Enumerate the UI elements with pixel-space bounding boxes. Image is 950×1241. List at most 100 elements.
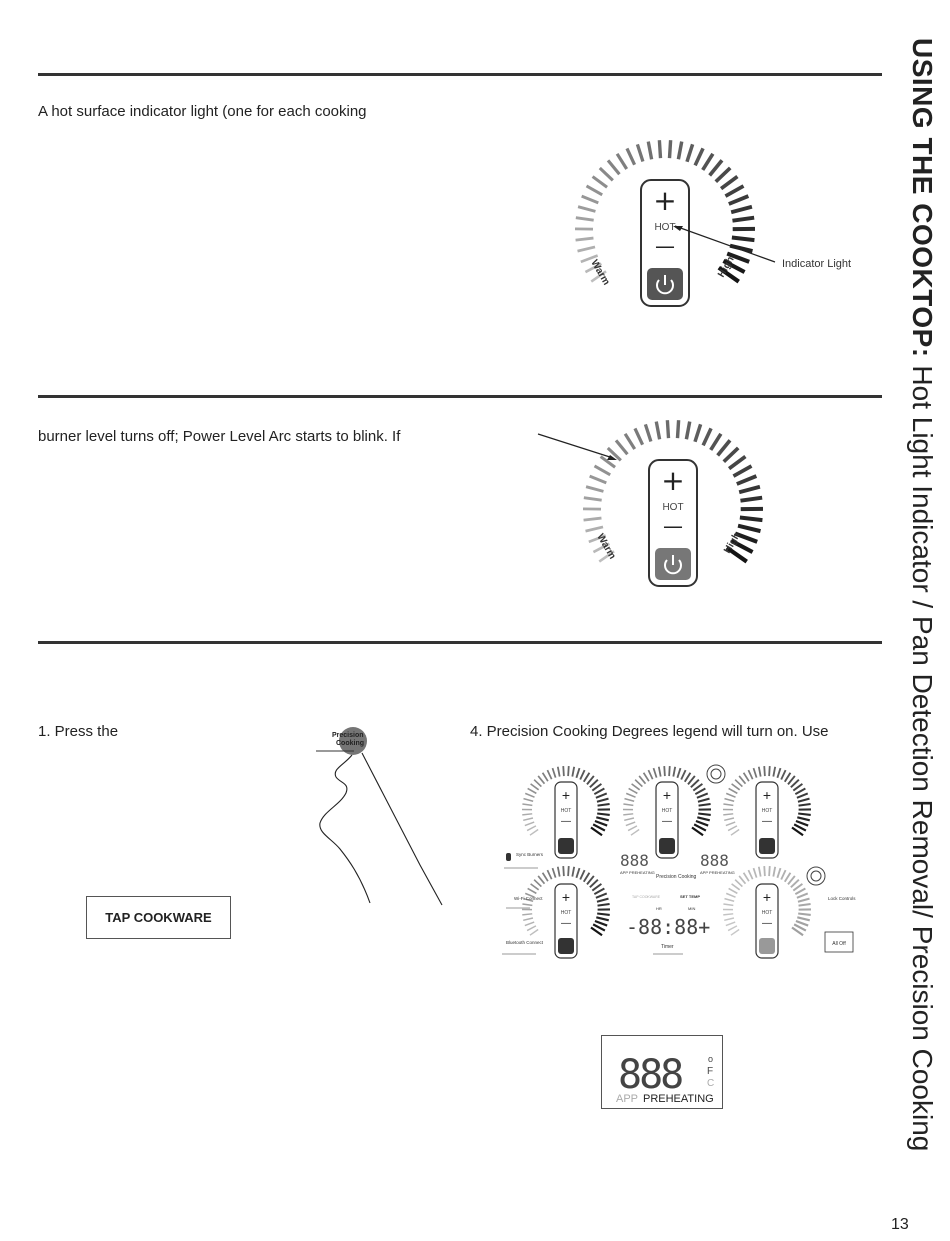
arc-tick — [529, 928, 539, 936]
arc-tick — [723, 803, 734, 807]
arc-tick — [665, 420, 671, 439]
arc-tick — [796, 792, 809, 799]
arc-tick — [722, 446, 740, 464]
cooktop-control-panel: + HOT — + HOT — + HOT — + HOT — + HOT — — [502, 764, 856, 959]
burner-top-center-arc — [622, 766, 712, 837]
arc-tick — [597, 802, 610, 807]
arc-tick — [593, 887, 605, 895]
arc-tick — [672, 766, 677, 777]
pan-detect-icon-inner — [710, 768, 722, 780]
arc-tick — [725, 892, 736, 898]
arc-tick — [685, 143, 695, 163]
arc-tick — [541, 772, 549, 782]
arc-tick — [730, 928, 740, 936]
arc-tick — [790, 778, 800, 788]
arc-tick — [585, 184, 603, 197]
arc-tick — [736, 474, 758, 486]
plus-icon: + — [661, 464, 684, 497]
arc-tick — [792, 783, 803, 792]
press-highlight — [339, 727, 367, 755]
burner-bottom-left-power — [558, 938, 574, 954]
arc-tick — [595, 892, 608, 899]
burner-top-left-power — [558, 838, 574, 854]
hot-indicator-label: HOT — [662, 502, 683, 513]
arc-tick — [724, 184, 745, 198]
degree-symbol: o — [708, 1054, 713, 1064]
section-divider-2 — [38, 395, 882, 398]
arc-tick — [728, 887, 738, 895]
plus-icon: + — [653, 184, 676, 217]
pan-detect-icon — [706, 764, 726, 784]
arc-tick — [725, 545, 748, 564]
preheating-display: 888 o F C APP PREHEATING — [601, 1035, 723, 1109]
arc-tick — [742, 872, 750, 882]
burner-bottom-right-power — [759, 938, 775, 954]
arc-tick — [730, 204, 753, 215]
precision-cooking-label: Precision Cooking — [656, 874, 697, 880]
arc-tick — [551, 867, 557, 878]
arc-tick — [768, 766, 771, 777]
arc-tick — [657, 140, 663, 159]
left-temp-digits: 888 — [620, 851, 649, 870]
arc-tick — [596, 816, 610, 822]
burner-top-left: + HOT — — [521, 766, 611, 859]
arc-tick — [680, 769, 687, 780]
warm-label: Warm — [594, 532, 617, 561]
arc-tick — [583, 516, 602, 522]
arc-tick — [575, 867, 581, 879]
arc-tick — [530, 783, 540, 791]
arc-tick — [598, 550, 615, 563]
wifi-connect-label: Wi-Fi Connect — [514, 896, 543, 901]
arc-tick — [575, 767, 581, 779]
arc-tick — [728, 194, 750, 206]
arc-tick — [696, 792, 709, 799]
lock-controls-label: Lock Controls — [828, 896, 856, 901]
arc-tick — [593, 464, 611, 477]
arc-tick — [634, 779, 643, 788]
arc-tick — [589, 474, 607, 485]
arc-tick — [523, 917, 534, 922]
power-level-arc-1 — [574, 140, 756, 284]
arc-tick — [577, 205, 596, 213]
arc-tick — [724, 817, 735, 822]
arc-tick — [695, 819, 709, 827]
arc-tick — [701, 427, 713, 447]
arc-tick — [791, 826, 804, 837]
arc-tick — [730, 539, 754, 554]
minus-icon: — — [662, 816, 672, 827]
arc-tick — [592, 542, 610, 554]
arc-tick — [606, 446, 622, 462]
arc-tick — [596, 916, 610, 922]
burner-bottom-left-arc — [521, 866, 611, 937]
arc-tick — [798, 812, 811, 816]
arc-tick — [624, 797, 635, 802]
arc-tick — [728, 787, 738, 795]
app-label: APP — [616, 1093, 638, 1105]
arc-tick — [591, 175, 608, 189]
arc-tick — [592, 823, 606, 832]
tap-cookware-display: TAP COOKWARE — [86, 896, 231, 939]
arc-tick — [615, 152, 629, 170]
arc-tick — [693, 423, 703, 443]
arc-tick — [797, 916, 811, 922]
arc-tick — [668, 766, 671, 777]
right-app-preheating: APP PREHEATING — [700, 870, 735, 875]
arc-tick — [624, 817, 635, 822]
arc-tick — [738, 484, 761, 495]
hot-indicator-label: HOT — [654, 222, 675, 233]
section-divider-1 — [38, 73, 882, 76]
arc-tick — [556, 766, 561, 777]
arc-tick — [597, 912, 610, 916]
burner-dial-illustration-2: + HOT — Warm High — [537, 420, 764, 587]
arc-tick — [698, 802, 711, 807]
burner-top-center: + HOT — — [622, 764, 726, 859]
arc-tick — [586, 875, 595, 885]
arc-tick — [567, 766, 570, 777]
arc-tick — [590, 270, 607, 283]
arc-tick — [690, 778, 700, 788]
arc-tick — [738, 775, 747, 785]
plus-icon: + — [562, 787, 570, 803]
panel-set-temp: SET TEMP — [680, 894, 700, 899]
arc-tick — [623, 813, 634, 816]
arc-tick — [747, 769, 754, 780]
